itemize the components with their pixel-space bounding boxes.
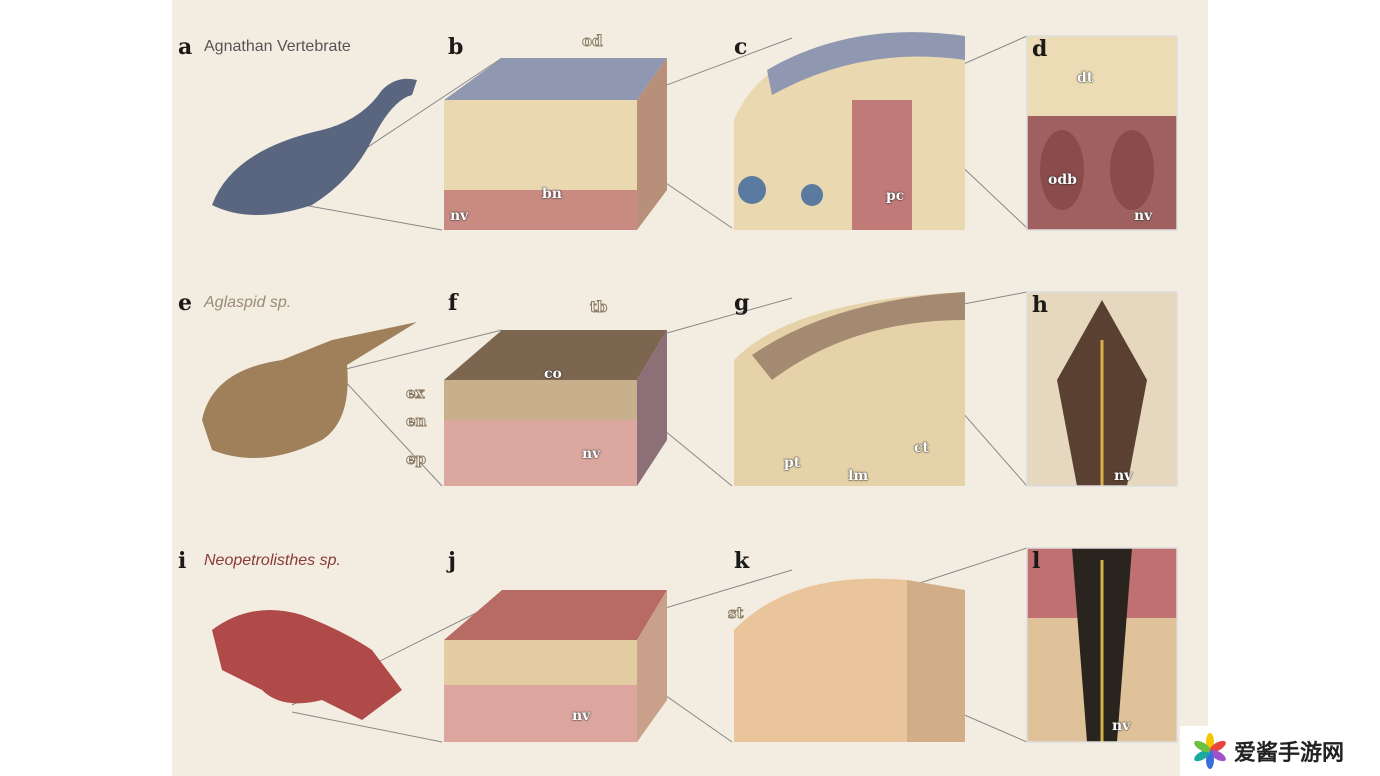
label-tb: tb [589, 298, 608, 317]
label-bn: bn [542, 186, 562, 202]
organism-title-a: Agnathan Vertebrate [204, 38, 351, 55]
panel-letter-i: i [178, 548, 187, 574]
label-nv-j: nv [572, 708, 591, 724]
label-co: co [544, 366, 562, 382]
organism-title-i: Neopetrolisthes sp. [204, 552, 341, 569]
panel-letter-d: d [1032, 36, 1048, 62]
label-dt: dt [1077, 70, 1094, 86]
label-pt: pt [784, 455, 801, 471]
label-odb: odb [1048, 172, 1077, 188]
label-nv-b: nv [450, 208, 469, 224]
watermark-text: 爱酱手游网 [1234, 741, 1345, 766]
label-od: od [582, 32, 603, 51]
label-ct: ct [914, 440, 929, 456]
panel-letter-e: e [178, 290, 192, 316]
panel-letter-l: l [1032, 548, 1041, 574]
label-en: en [405, 412, 427, 431]
panel-letter-b: b [448, 34, 464, 60]
label-nv-d: nv [1134, 208, 1153, 224]
panel-letter-a: a [178, 34, 193, 60]
label-nv-f: nv [582, 446, 601, 462]
figure: a Agnathan Vertebrate b c d od bn nv pc … [172, 0, 1208, 776]
panel-letter-f: f [448, 290, 458, 316]
label-nv-h: nv [1114, 468, 1133, 484]
label-lm: lm [848, 468, 869, 484]
panel-letter-k: k [734, 548, 750, 574]
label-ex: ex [406, 384, 425, 403]
illustration-canvas [202, 32, 1178, 743]
watermark: 爱酱手游网 [1180, 726, 1380, 776]
crab-body [212, 610, 402, 720]
agnathan-body [212, 78, 417, 215]
flower-logo-icon [1194, 733, 1226, 769]
label-pc: pc [886, 188, 905, 204]
organism-title-e: Aglaspid sp. [204, 294, 292, 311]
label-nv-l: nv [1112, 718, 1131, 734]
panel-letter-c: c [734, 34, 748, 60]
panel-letter-h: h [1032, 292, 1048, 318]
panel-letter-j: j [448, 548, 456, 574]
aglaspid-body [202, 322, 417, 458]
label-st: st [727, 604, 744, 623]
label-ep: ep [405, 450, 427, 469]
panel-letter-g: g [734, 290, 750, 316]
